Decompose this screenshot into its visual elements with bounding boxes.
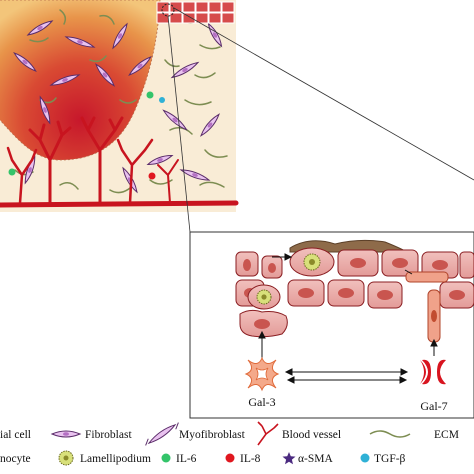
legend-label-alpha-sma: α-SMA — [298, 453, 333, 465]
legend-label-fibroblast: Fibroblast — [85, 429, 132, 441]
zoom-line — [173, 7, 474, 181]
gal3-icon — [244, 356, 280, 392]
ecm-icon — [369, 430, 411, 438]
legend-label-epithelial-cell: ial cell — [0, 429, 31, 441]
il6-dot — [146, 91, 154, 99]
inset-arrows — [258, 253, 438, 384]
tissue-panel — [0, 0, 239, 212]
migrating-cell — [247, 284, 281, 310]
il6-dot-icon — [161, 453, 171, 463]
tgf-beta-dot — [159, 97, 165, 103]
fibroblast-cells — [13, 20, 223, 194]
lamellipodium-icon — [58, 450, 74, 466]
il6-dot — [8, 168, 16, 176]
legend: ial cell Fibroblast Myofibroblast Blood … — [0, 421, 459, 466]
fibroblast-icon — [50, 430, 82, 438]
blood-vessels — [0, 116, 239, 208]
gal7-label: Gal-7 — [420, 399, 447, 413]
legend-label-il8: IL-8 — [240, 453, 261, 465]
legend-label-ecm: ECM — [434, 429, 459, 441]
zoom-circle — [161, 3, 175, 17]
blood-vessel-icon — [257, 421, 279, 446]
legend-label-blood-vessel: Blood vessel — [282, 429, 341, 441]
legend-label-keratinocyte: nocyte — [0, 453, 31, 465]
gal7-icon — [420, 359, 446, 385]
gal3-label: Gal-3 — [248, 395, 275, 409]
alpha-sma-star-icon — [282, 452, 296, 465]
legend-label-il6: IL-6 — [176, 453, 197, 465]
il8-dot — [148, 172, 156, 180]
myofibroblast-icon — [145, 422, 179, 446]
elongated-cell — [405, 271, 449, 283]
legend-label-tgf-beta: TGF-β — [374, 453, 406, 465]
tgf-beta-dot-icon — [360, 453, 370, 463]
legend-label-lamellipodium: Lamellipodium — [80, 453, 151, 465]
inset-panel: Gal-3 Gal-7 — [189, 231, 474, 419]
legend-label-myofibroblast: Myofibroblast — [179, 429, 246, 441]
il8-dot-icon — [225, 453, 235, 463]
migrating-cell — [289, 247, 335, 277]
zoom-line — [167, 15, 191, 233]
